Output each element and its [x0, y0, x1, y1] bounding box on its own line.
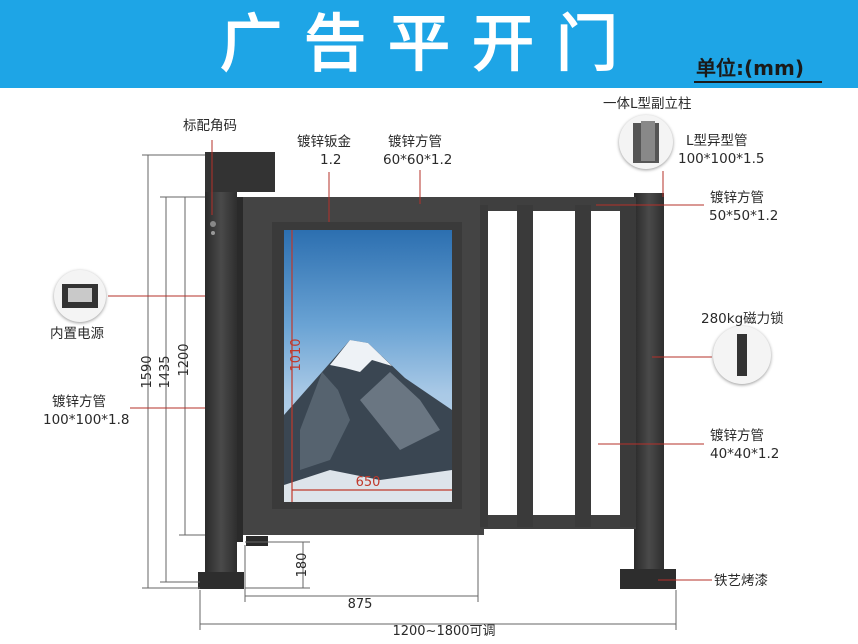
- label-frame-tube-spec: 60*60*1.2: [383, 152, 453, 168]
- label-aux-post-title: 一体L型副立柱: [603, 96, 692, 112]
- dim-gap-height: 180: [295, 553, 310, 578]
- power-supply-image: [54, 270, 106, 322]
- fence-bar: [575, 205, 591, 527]
- snow-field: [284, 470, 452, 502]
- left-post-base: [198, 572, 244, 589]
- label-corner-code: 标配角码: [183, 118, 237, 134]
- label-bar-tube-spec: 40*40*1.2: [710, 446, 780, 462]
- top-rail: [480, 197, 636, 211]
- label-power-supply: 内置电源: [50, 326, 104, 342]
- label-l-tube-name: L型异型管: [686, 133, 748, 149]
- mountain-snow: [330, 340, 392, 372]
- title-banner: [0, 0, 858, 88]
- right-post: [634, 193, 664, 571]
- label-main-post-spec: 100*100*1.8: [43, 412, 130, 428]
- magnetic-lock-image: [713, 326, 771, 384]
- label-paint: 铁艺烤漆: [714, 573, 768, 589]
- mountain-ridge: [300, 372, 350, 470]
- dim-post-height: 1435: [158, 355, 173, 388]
- hinge: [246, 536, 268, 546]
- dim-door-height: 1200: [177, 343, 192, 376]
- fence-gap: [533, 211, 575, 515]
- label-l-tube-spec: 100*100*1.5: [678, 151, 765, 167]
- left-post: [205, 158, 237, 573]
- leader-lines: [108, 140, 712, 581]
- label-top-tube-spec: 50*50*1.2: [709, 208, 779, 224]
- label-bar-tube-name: 镀锌方管: [710, 428, 764, 444]
- dim-panel-width: 650: [356, 475, 381, 490]
- post-bolt: [211, 231, 215, 235]
- page-title: 广告平开门: [219, 7, 640, 80]
- fence-gap: [488, 211, 517, 515]
- label-top-tube-name: 镀锌方管: [710, 190, 764, 206]
- fence-bar: [480, 205, 488, 527]
- dim-range-width: 1200~1800可调: [392, 624, 495, 639]
- mountain-ridge: [360, 372, 440, 450]
- dim-door-width: 875: [348, 597, 373, 612]
- unit-underline: [694, 81, 822, 83]
- label-frame-tube-name: 镀锌方管: [388, 134, 442, 150]
- corner-code-box: [205, 152, 275, 192]
- hinge-strip: [237, 197, 243, 542]
- fence-bar: [517, 205, 533, 527]
- label-plate-name: 镀锌钣金: [297, 134, 351, 150]
- bottom-rail: [480, 515, 636, 529]
- dim-total-height: 1590: [140, 355, 155, 388]
- dim-panel-height: 1010: [289, 338, 304, 371]
- dimension-lines: [142, 154, 677, 630]
- label-lock: 280kg磁力锁: [701, 311, 784, 327]
- label-main-post-name: 镀锌方管: [52, 394, 106, 410]
- fence-gap: [591, 211, 620, 515]
- label-plate-spec: 1.2: [320, 152, 342, 168]
- unit-label: 单位:(mm): [696, 56, 804, 80]
- panel-dimension-lines: [291, 230, 452, 502]
- post-bolt: [210, 221, 216, 227]
- l-post-image: [619, 115, 673, 169]
- fence-bar: [620, 205, 636, 527]
- right-post-base: [620, 569, 676, 589]
